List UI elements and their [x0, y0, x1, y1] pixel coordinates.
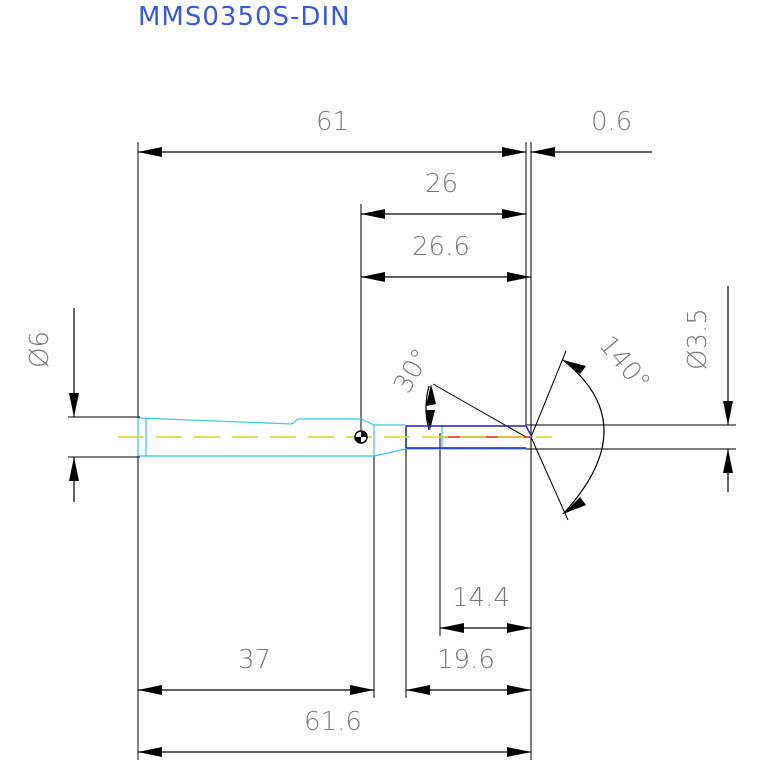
arrow-14-4-right	[507, 623, 531, 633]
arrow-61-left	[138, 147, 162, 157]
arrow-61-right	[502, 147, 526, 157]
dim-text-26: 26	[425, 169, 458, 199]
arrow-26-6-right	[507, 272, 531, 282]
dim-text-26-6: 26.6	[412, 232, 470, 262]
arrow-0-6	[531, 147, 555, 157]
arrow-26-right	[502, 209, 526, 219]
arrow-37-right	[350, 685, 374, 695]
arrow-26-left	[361, 209, 385, 219]
arrow-d35-bot	[723, 449, 733, 473]
arrow-30-top	[426, 384, 436, 406]
dim-text-14-4: 14.4	[452, 583, 510, 613]
dim-text-61: 61	[316, 107, 349, 137]
tool-flute	[405, 425, 533, 449]
arrow-d6-top	[69, 393, 79, 417]
arrow-26-6-left	[361, 272, 385, 282]
gauge-point-symbol	[354, 430, 368, 444]
arrow-19-6-right	[507, 685, 531, 695]
arrow-d35-top	[723, 401, 733, 425]
drawing-title: MMS0350S-DIN	[138, 2, 351, 32]
arrow-d6-bot	[69, 457, 79, 481]
angle-30-leg	[432, 383, 527, 438]
angle-140-arc	[562, 359, 605, 515]
dim-text-0-6: 0.6	[591, 107, 632, 137]
dim-text-d6: Ø6	[25, 331, 55, 368]
arrow-140-top	[563, 360, 586, 374]
angle-140-leg-bot	[530, 436, 569, 521]
arrow-19-6-left	[406, 685, 430, 695]
dim-text-37: 37	[238, 645, 271, 675]
arrow-61-6-left	[138, 747, 162, 757]
dim-text-61-6: 61.6	[304, 707, 362, 737]
arrow-30-bot	[425, 410, 435, 430]
arrow-14-4-left	[440, 623, 464, 633]
arrow-37-left	[138, 685, 162, 695]
dim-text-d35: Ø3.5	[683, 308, 713, 370]
dim-text-19-6: 19.6	[437, 645, 495, 675]
arrow-61-6-right	[507, 747, 531, 757]
dim-text-140: 140°	[593, 330, 656, 397]
arrow-140-bot	[563, 497, 586, 514]
angle-140-leg-top	[530, 350, 567, 438]
